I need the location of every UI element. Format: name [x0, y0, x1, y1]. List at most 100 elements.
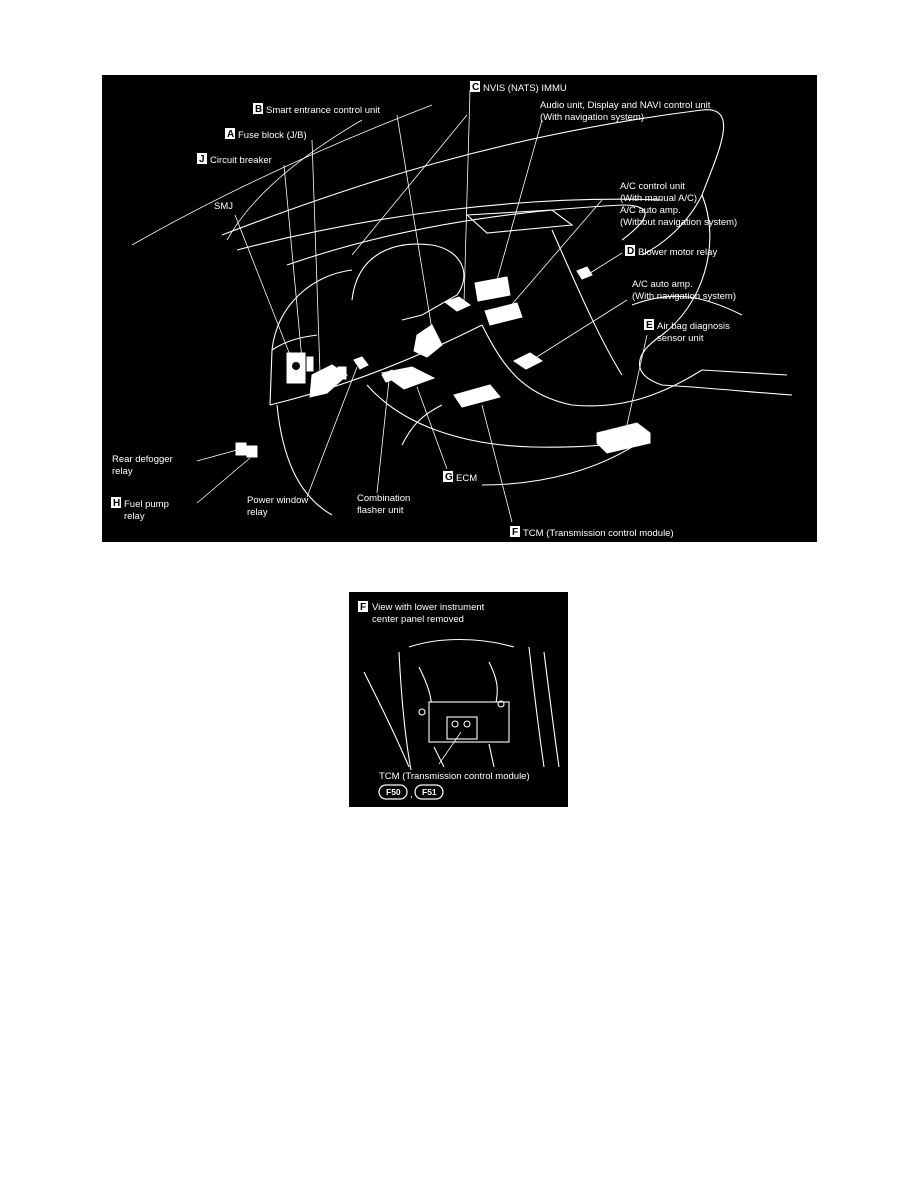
svg-text:B: B [255, 104, 262, 115]
label-fuse-block: A Fuse block (J/B) [225, 128, 307, 141]
svg-text:Rear defogger: Rear defogger [112, 454, 173, 465]
windshield-line-2 [226, 119, 363, 241]
ac-control-unit [484, 302, 523, 326]
connector-separator: , [410, 789, 413, 800]
detail-bolt-3 [418, 708, 426, 716]
detail-tcm-module [446, 716, 478, 740]
console-center-line [551, 229, 623, 376]
windshield-line-1 [131, 104, 433, 246]
detail-tcm-label: TCM (Transmission control module) [379, 771, 530, 782]
dash-top-inner [286, 204, 646, 266]
svg-text:H: H [113, 498, 120, 509]
svg-text:G: G [445, 472, 453, 483]
svg-text:Audio unit, Display and NAVI c: Audio unit, Display and NAVI control uni… [540, 100, 711, 111]
svg-text:Fuel pump: Fuel pump [124, 499, 169, 510]
svg-text:View with lower instrument: View with lower instrument [372, 602, 485, 613]
rear-defogger-relay-component [235, 442, 258, 458]
console-front [481, 324, 703, 407]
svg-text:SMJ: SMJ [214, 201, 233, 212]
detail-header: F View with lower instrument center pane… [358, 601, 485, 625]
dash-lower-edge [269, 324, 483, 406]
svg-text:Blower motor relay: Blower motor relay [638, 247, 717, 258]
svg-text:Combination: Combination [357, 493, 410, 504]
ecm-unit [380, 366, 436, 390]
detail-bolt-1 [451, 720, 459, 728]
svg-text:center panel removed: center panel removed [372, 614, 464, 625]
audio-leader [496, 119, 543, 281]
smj-connector [286, 352, 314, 384]
svg-text:(Without navigation system): (Without navigation system) [620, 217, 737, 228]
svg-text:F: F [360, 602, 366, 613]
smj-leader [234, 214, 293, 361]
svg-text:A/C auto amp.: A/C auto amp. [632, 279, 693, 290]
svg-text:C: C [472, 82, 479, 93]
audio-display-navi-unit [474, 276, 511, 302]
tcm-detail-drawing: F View with lower instrument center pane… [358, 601, 560, 800]
svg-text:sensor unit: sensor unit [657, 333, 704, 344]
blower-motor-relay-component [576, 266, 593, 280]
lower-bracket [401, 404, 443, 446]
circuit-breaker-component [337, 366, 347, 380]
svg-text:TCM (Transmission control modu: TCM (Transmission control module) [523, 528, 674, 539]
power-window-relay-component [353, 356, 369, 370]
svg-text:Fuse block (J/B): Fuse block (J/B) [238, 130, 307, 141]
ac-control-leader [506, 199, 603, 311]
detail-left-trim [363, 671, 410, 768]
label-smart-entrance: B Smart entrance control unit [253, 103, 380, 116]
svg-text:A: A [227, 129, 234, 140]
console-side [631, 295, 743, 316]
floor-line-1 [691, 386, 793, 396]
svg-text:D: D [627, 246, 634, 257]
svg-text:(With navigation system): (With navigation system) [632, 291, 736, 302]
rear-defogger-leader [196, 449, 238, 462]
connector-f50: F50 [378, 784, 408, 800]
svg-text:F51: F51 [422, 787, 437, 797]
label-ac-control: A/C control unit (With manual A/C) A/C a… [620, 181, 737, 228]
ecm-leader [416, 386, 448, 470]
smj-hole [292, 362, 300, 370]
label-smj: SMJ [214, 201, 233, 212]
connector-f51: F51 [414, 784, 444, 800]
svg-text:ECM: ECM [456, 473, 477, 484]
smj-tab [306, 356, 314, 372]
svg-text:A/C control unit: A/C control unit [620, 181, 685, 192]
label-circuit-breaker: J Circuit breaker [197, 153, 272, 166]
label-fuel-pump: H Fuel pump relay [111, 497, 169, 522]
power-window-leader [306, 366, 358, 498]
dash-left-lower [269, 334, 318, 406]
label-audio: Audio unit, Display and NAVI control uni… [540, 100, 711, 123]
svg-text:flasher unit: flasher unit [357, 505, 404, 516]
dashboard-drawing: C NVIS (NATS) IMMU Audio unit, Display a… [111, 81, 793, 539]
left-kick-panel [276, 404, 333, 516]
ac-auto-amp-nav-unit [513, 352, 543, 370]
detail-top-arch [408, 639, 515, 648]
label-power-window: Power window relay [247, 495, 308, 518]
airbag-leader [626, 334, 648, 426]
dash-upper-line [236, 198, 663, 251]
meter-hood [351, 243, 465, 321]
label-airbag: E Air bag diagnosis sensor unit [644, 319, 730, 344]
svg-text:relay: relay [112, 466, 133, 477]
svg-text:Smart entrance control unit: Smart entrance control unit [266, 105, 380, 116]
label-tcm: F TCM (Transmission control module) [510, 526, 674, 539]
smart-leader [396, 114, 433, 331]
center-vent [465, 209, 574, 234]
main-component-location-diagram: C NVIS (NATS) IMMU Audio unit, Display a… [102, 75, 817, 542]
dash-top-outline [221, 109, 725, 256]
floor-line-2 [701, 369, 788, 376]
label-combination-flasher: Combination flasher unit [357, 493, 410, 516]
svg-text:Power window: Power window [247, 495, 308, 506]
airbag-diagnosis-unit [596, 422, 651, 454]
svg-text:relay: relay [124, 511, 145, 522]
fuel-pump-leader [196, 457, 251, 504]
svg-text:NVIS (NATS) IMMU: NVIS (NATS) IMMU [483, 83, 567, 94]
windshield-line-3 [351, 114, 468, 256]
svg-text:Circuit breaker: Circuit breaker [210, 155, 272, 166]
blower-leader [586, 252, 623, 276]
svg-text:E: E [646, 320, 653, 331]
svg-text:relay: relay [247, 507, 268, 518]
detail-bolt-4 [497, 700, 505, 708]
label-ecm: G ECM [443, 471, 477, 484]
svg-text:F50: F50 [386, 787, 401, 797]
detail-left-panel [398, 651, 412, 771]
